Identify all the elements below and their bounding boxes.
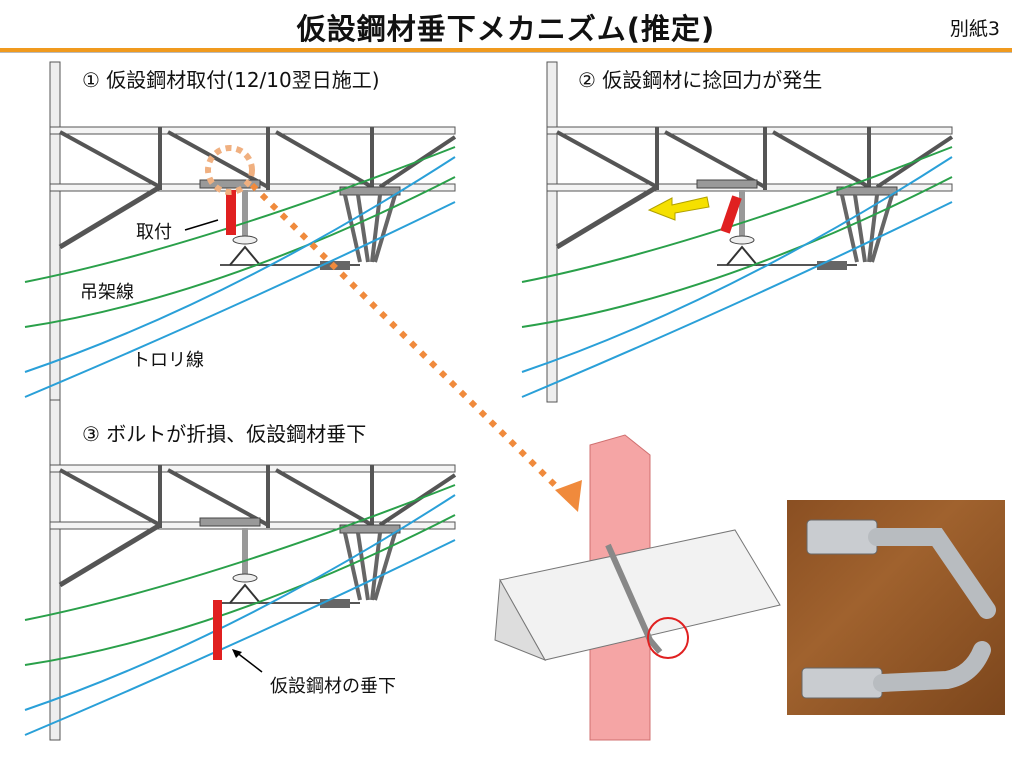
hanging-arrow bbox=[232, 649, 242, 658]
steel-member-hanging bbox=[213, 600, 222, 660]
callout-arrowhead bbox=[555, 480, 582, 512]
panel-1-caption: ① 仮設鋼材取付(12/10翌日施工) bbox=[82, 68, 380, 92]
panel-3-caption: ③ ボルトが折損、仮設鋼材垂下 bbox=[82, 422, 367, 446]
panel-1-diagram bbox=[24, 62, 455, 402]
page-title: 仮設鋼材垂下メカニズム(推定) bbox=[296, 12, 716, 46]
trolley-wire-label: トロリ線 bbox=[132, 350, 204, 371]
panel-3-diagram bbox=[24, 400, 455, 740]
panel-2-diagram bbox=[521, 62, 952, 402]
steel-member bbox=[720, 195, 742, 234]
force-arrow-icon bbox=[647, 196, 710, 221]
annex-label: 別紙3 bbox=[949, 18, 1000, 40]
attach-label: 取付 bbox=[136, 222, 172, 243]
header-divider-shadow bbox=[0, 52, 1012, 53]
bolt-photo-drawing bbox=[801, 519, 996, 699]
angle-bracket-diagram bbox=[494, 434, 781, 741]
callout-dotted-line bbox=[249, 182, 573, 503]
steel-member bbox=[226, 190, 236, 235]
panel-2-caption: ② 仮設鋼材に捻回力が発生 bbox=[578, 68, 823, 92]
bolt-photo bbox=[787, 500, 1005, 715]
hanging-label: 仮設鋼材の垂下 bbox=[270, 676, 396, 697]
attach-arrow bbox=[184, 219, 219, 231]
messenger-wire-label: 吊架線 bbox=[80, 282, 134, 303]
callout-circle bbox=[205, 145, 255, 195]
header-divider bbox=[0, 48, 1012, 52]
